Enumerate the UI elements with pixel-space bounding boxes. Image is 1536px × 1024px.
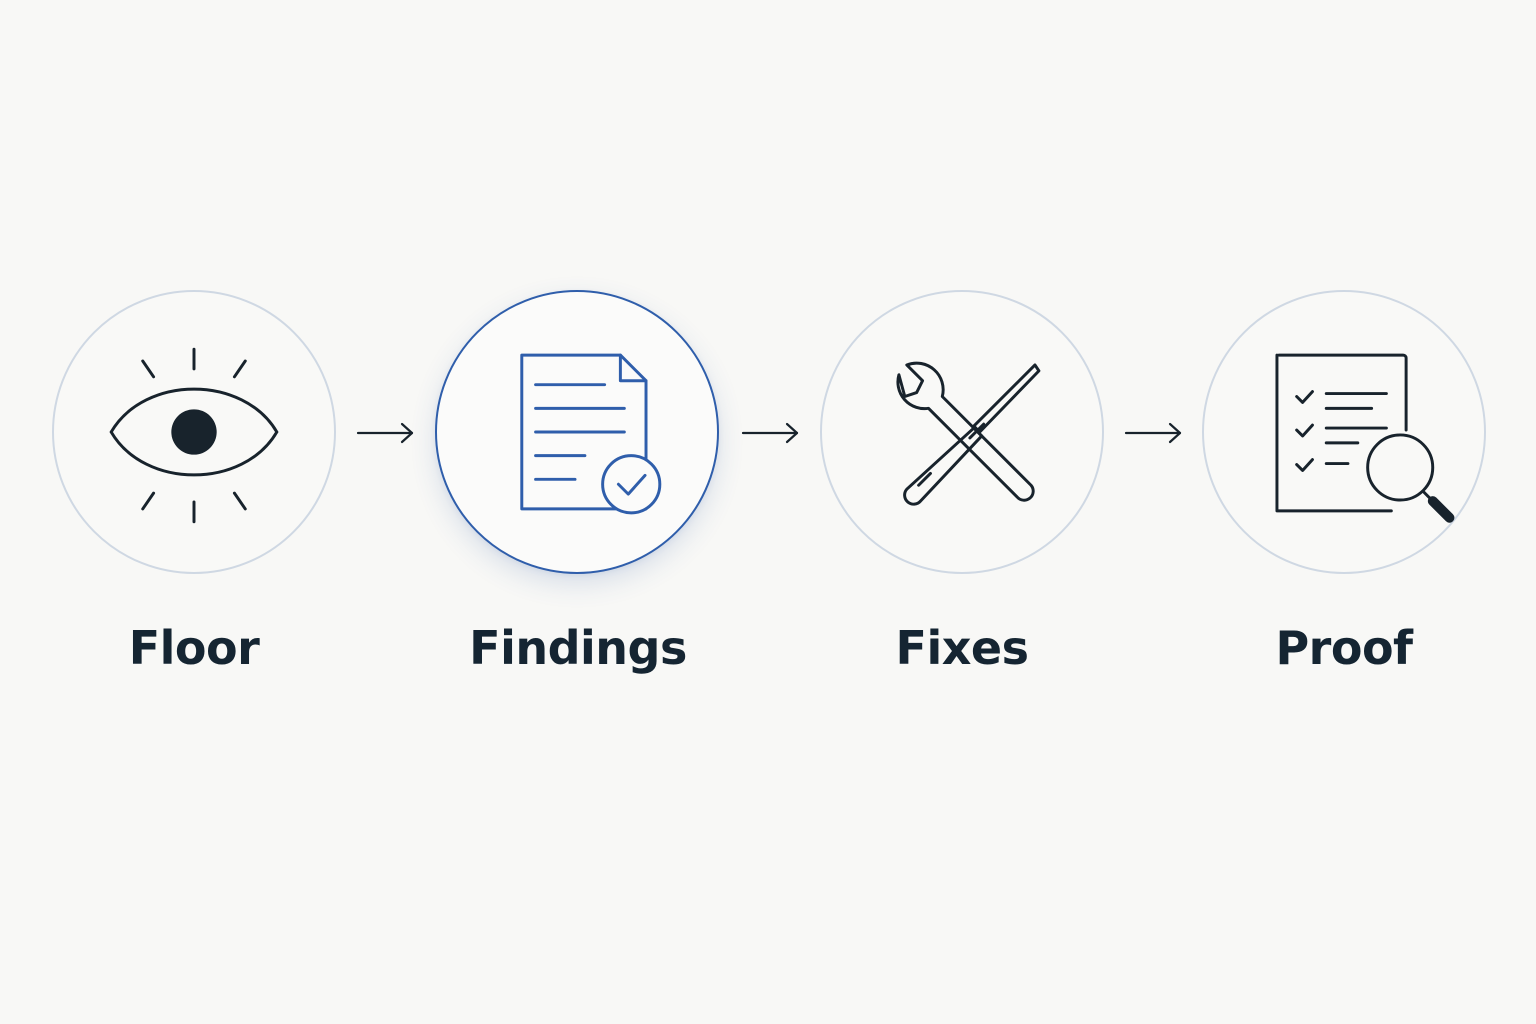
step-label-findings: Findings	[469, 621, 687, 675]
step-findings-circle	[435, 290, 719, 574]
step-proof-circle	[1202, 290, 1486, 574]
step-label-proof: Proof	[1275, 621, 1413, 675]
step-label-fixes: Fixes	[895, 621, 1029, 675]
step-fixes-circle	[820, 290, 1104, 574]
step-floor-circle	[52, 290, 336, 574]
wrench-screwdriver-icon	[896, 361, 1041, 506]
arrow-right-icon	[1124, 422, 1182, 444]
arrow-right-icon	[356, 422, 414, 444]
eye-icon	[109, 347, 279, 524]
step-label-floor: Floor	[128, 621, 260, 675]
document-check-icon	[520, 353, 662, 515]
checklist-magnifier-icon	[1275, 353, 1455, 523]
arrow-right-icon	[741, 422, 799, 444]
